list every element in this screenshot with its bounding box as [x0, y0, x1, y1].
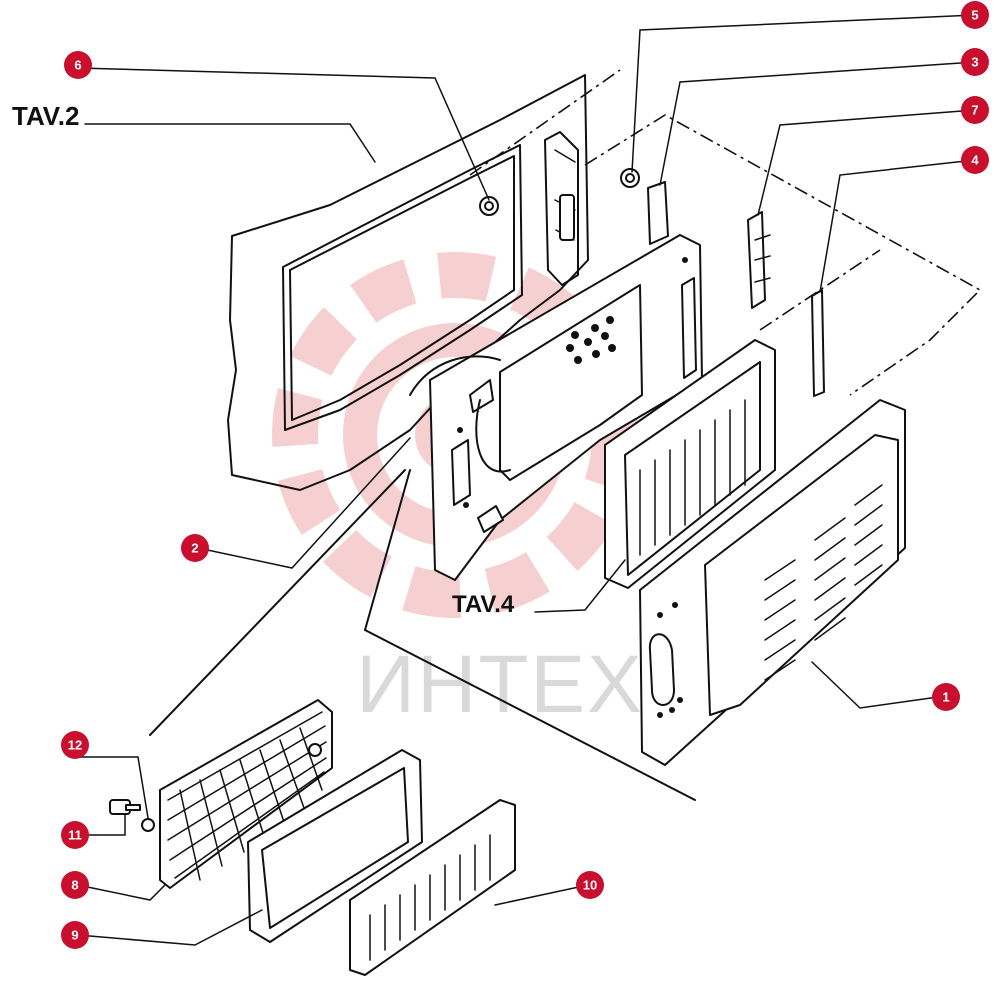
- nut-6: [479, 196, 499, 216]
- callout-6: 6: [64, 51, 92, 79]
- cabin-panel: [227, 74, 589, 491]
- washer-12: [141, 818, 155, 832]
- svg-text:3: 3: [971, 55, 978, 70]
- filter-element: [604, 339, 776, 589]
- svg-text:2: 2: [191, 541, 198, 556]
- gasket-9: [247, 749, 423, 943]
- bracket-7: [747, 211, 771, 309]
- callout-11: 11: [61, 821, 89, 849]
- callout-4: 4: [961, 146, 989, 174]
- rod-4: [811, 289, 825, 397]
- tav2-label: TAV.2: [12, 101, 79, 131]
- callout-1: 1: [932, 683, 960, 711]
- svg-text:12: 12: [68, 738, 82, 753]
- nut-5: [620, 168, 640, 188]
- mesh-8: [159, 699, 333, 889]
- callout-8: 8: [61, 871, 89, 899]
- svg-text:5: 5: [971, 8, 978, 23]
- svg-text:10: 10: [583, 878, 597, 893]
- svg-text:9: 9: [71, 928, 78, 943]
- svg-text:7: 7: [971, 103, 978, 118]
- svg-text:1: 1: [942, 690, 949, 705]
- filter-pad-10: [349, 799, 516, 976]
- tav4-label: TAV.4: [452, 591, 515, 618]
- callout-9: 9: [61, 921, 89, 949]
- svg-text:11: 11: [68, 828, 82, 843]
- callout-5: 5: [961, 1, 989, 29]
- svg-text:8: 8: [71, 878, 78, 893]
- svg-text:6: 6: [74, 58, 81, 73]
- knob-11: [109, 799, 141, 815]
- callout-2: 2: [181, 534, 209, 562]
- callout-7: 7: [961, 96, 989, 124]
- mounting-plate-2: [409, 234, 703, 581]
- svg-text:4: 4: [971, 153, 979, 168]
- cover-1: [639, 399, 906, 766]
- bar-3: [647, 181, 669, 245]
- leader-lines: [77, 14, 976, 946]
- watermark-text: ИНТЕХ: [356, 639, 644, 730]
- callout-3: 3: [961, 48, 989, 76]
- callout-10: 10: [576, 871, 604, 899]
- callout-12: 12: [61, 731, 89, 759]
